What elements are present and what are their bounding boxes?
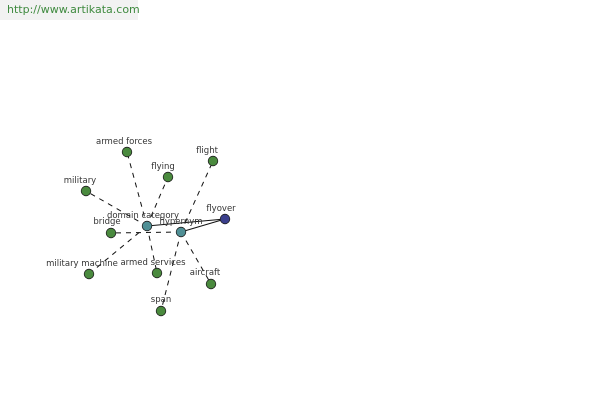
node-label-flight[interactable]: flight: [196, 146, 218, 156]
node-label-span[interactable]: span: [151, 295, 171, 305]
node-label-hypernym[interactable]: hypernym: [159, 217, 202, 227]
node-label-domain-category[interactable]: domain category: [107, 211, 179, 221]
node-label-military-machine[interactable]: military machine: [46, 259, 118, 269]
edge-flyover-to-hypernym: [180, 218, 226, 233]
edges-layer: [85, 151, 226, 312]
node-label-aircraft[interactable]: aircraft: [190, 268, 221, 278]
node-bridge[interactable]: [105, 227, 117, 239]
node-label-military[interactable]: military: [64, 176, 96, 186]
edge-hypernym-to-flight: [180, 160, 214, 233]
site-url-banner[interactable]: http://www.artikata.com: [0, 0, 140, 20]
node-armed-services[interactable]: [151, 267, 163, 279]
node-label-flying[interactable]: flying: [151, 162, 175, 172]
node-label-armed-services[interactable]: armed services: [120, 258, 186, 268]
node-flyover[interactable]: [219, 213, 231, 225]
edge-hypernym-to-aircraft: [180, 231, 212, 285]
edge-hypernym-to-bridge: [110, 231, 182, 234]
node-military[interactable]: [80, 185, 92, 197]
edge-hypernym-to-span: [160, 231, 182, 312]
node-aircraft[interactable]: [205, 278, 217, 290]
nodes-layer: [80, 146, 231, 317]
labels-layer: armed forces flying flight military domain c…: [46, 137, 236, 305]
node-domain-category[interactable]: [141, 220, 153, 232]
edge-flyover-to-domain-category: [146, 218, 226, 227]
node-label-bridge[interactable]: bridge: [93, 217, 120, 227]
node-label-flyover[interactable]: flyover: [206, 204, 236, 214]
edge-domain-category-to-military-machine: [88, 225, 148, 275]
node-military-machine[interactable]: [83, 268, 95, 280]
node-armed-forces[interactable]: [121, 146, 133, 158]
edge-domain-category-to-flying: [146, 176, 169, 227]
edge-domain-category-to-military: [85, 190, 148, 227]
edge-domain-category-to-armed-services: [146, 225, 158, 274]
node-hypernym[interactable]: [175, 226, 187, 238]
node-flight[interactable]: [207, 155, 219, 167]
node-label-armed-forces[interactable]: armed forces: [96, 137, 153, 147]
edge-domain-category-to-armed-forces: [126, 151, 148, 227]
node-span[interactable]: [155, 305, 167, 317]
node-flying[interactable]: [162, 171, 174, 183]
